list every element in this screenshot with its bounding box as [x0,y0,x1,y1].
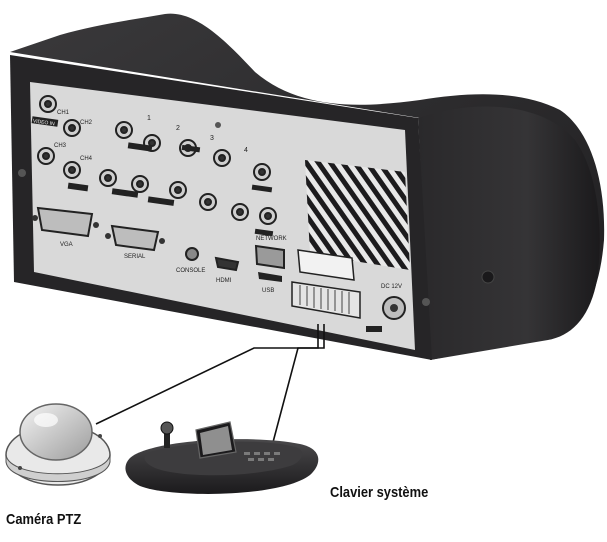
vent-grille [305,160,410,270]
label-num-4: 4 [244,147,248,154]
label-serial: SERIAL [124,254,146,260]
screw-icon [481,270,495,284]
label-network: NETWORK [256,236,287,242]
network-port [254,244,285,270]
keyboard-top-surface [144,441,303,476]
camera-dome-highlight [34,413,58,427]
ptz-camera [5,403,111,486]
video-in-label-plate [31,116,59,127]
screw-icon [422,298,430,306]
hdmi-port [214,256,240,272]
screw-icon [18,169,26,177]
label-ch1: CH1 [57,110,70,116]
label-hdmi: HDMI [216,278,232,284]
label-video-in: VIDEO IN [32,118,55,127]
label-console: CONSOLE [176,268,205,274]
caption-ptz-camera: Caméra PTZ [6,511,82,528]
connector-label-plates [67,142,274,237]
vga-port [32,206,99,238]
label-usb: USB [262,288,274,294]
keyboard-buttons [244,452,280,461]
system-keyboard [125,421,319,494]
label-num-3: 3 [210,135,214,142]
terminal-block [291,249,361,319]
camera-dome [19,403,93,461]
dc-power-pin [390,304,398,312]
camera-base-rim [5,454,111,482]
dvr-rear-panel [30,82,415,350]
keyboard-lcd-glass [200,426,232,455]
label-vga: VGA [60,242,73,248]
screw-icon [215,122,221,128]
label-dc12v: DC 12V [381,284,402,290]
dvr-unit: VIDEO IN CH1 CH2 CH3 CH4 1 [10,13,605,361]
power-switch [366,326,382,332]
label-ch3: CH3 [54,143,67,149]
label-ch2: CH2 [80,120,93,126]
camera-screw-icon [98,434,102,438]
console-port [185,247,199,261]
camera-screw-icon [18,466,22,470]
dvr-side-face [418,106,600,361]
video-in-connectors [37,95,81,179]
keyboard-joystick [160,421,174,448]
serial-port [105,224,165,252]
wire-to-camera [95,324,319,425]
caption-system-keyboard: Clavier système [330,484,429,501]
usb-port [258,272,282,282]
wiring [95,324,325,447]
wire-to-keyboard [271,324,325,447]
label-num-2: 2 [176,125,180,132]
loop-out-connectors [99,121,277,225]
label-ch4: CH4 [80,156,93,162]
label-num-1: 1 [147,115,151,122]
